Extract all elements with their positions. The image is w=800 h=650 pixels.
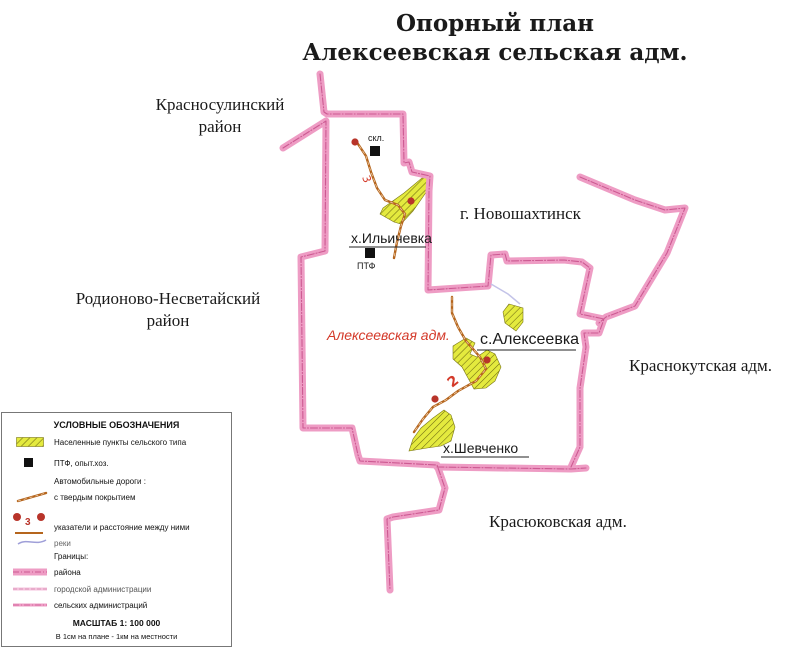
admin-name-label: Алексеевская адм. <box>327 327 450 343</box>
legend-district-border-symbol <box>13 568 47 576</box>
settlement-areas <box>379 175 524 452</box>
map-title-line2: Алексеевская сельская адм. <box>302 39 688 66</box>
river-line <box>490 283 521 305</box>
legend-scale-title: МАСШТАБ 1: 100 000 <box>72 618 161 628</box>
legend-city-border-label: городской администрации <box>54 585 152 594</box>
roads <box>354 139 488 434</box>
settlement-label-alekseevka: с.Алексеевка <box>480 331 580 348</box>
legend-rivers-label: реки <box>54 539 71 548</box>
legend-ptf-label: ПТФ, опыт.хоз. <box>54 459 109 468</box>
neighbor-krasnokutskaya: Краснокутская адм. <box>629 356 773 375</box>
ptf-square <box>365 248 375 258</box>
ptf-label: ПТФ <box>357 261 376 271</box>
settlement-ilyichevka-area <box>379 175 433 225</box>
settlement-alekseevka-north-area <box>502 303 524 332</box>
legend-panel: УСЛОВНЫЕ ОБОЗНАЧЕНИЯ Населенные пункты с… <box>1 412 232 647</box>
settlement-shevchenko-area <box>408 409 456 452</box>
legend-roads-title: Автомобильные дороги : <box>54 477 146 486</box>
legend-title: УСЛОВНЫЕ ОБОЗНАЧЕНИЯ <box>53 420 180 430</box>
neighbor-rodionovo-line2: район <box>146 311 190 330</box>
legend-city-border-symbol <box>13 587 47 591</box>
settlement-label-shevchenko: х.Шевченко <box>443 440 519 456</box>
legend-settlements-label: Населенные пункты сельского типа <box>54 438 187 447</box>
legend-settlement-swatch <box>16 437 44 447</box>
distance-pointers <box>351 138 491 403</box>
neighbor-krasnosulinsky-line1: Красносулинский <box>155 95 285 114</box>
distance-number-south: 2 <box>445 373 463 392</box>
neighbor-rodionovo-line1: Родионово-Несветайский <box>75 289 261 308</box>
neighbor-krasnosulinsky-line2: район <box>198 117 242 136</box>
legend-road-symbol <box>16 491 48 503</box>
legend-river-symbol <box>17 539 47 545</box>
neighbor-krasyukovskaya: Красюковская адм. <box>489 512 627 531</box>
neighbor-novoshakhtinsk: г. Новошахтинск <box>460 204 581 223</box>
warehouse-square <box>370 146 380 156</box>
legend-district-border-label: района <box>54 568 81 577</box>
neighbor-rodionovo: Родионово-Несветайский район <box>58 288 278 332</box>
legend-ptf-square <box>24 458 33 467</box>
legend-rural-border-label: сельских администраций <box>54 601 148 610</box>
legend-borders-title: Границы: <box>54 552 89 561</box>
legend-pointer-symbol <box>13 513 45 534</box>
settlement-underlines <box>349 246 576 458</box>
pointer-dot <box>351 138 359 146</box>
ptf-markers <box>365 146 380 258</box>
neighbor-krasnosulinsky: Красносулинский район <box>140 94 300 138</box>
legend-rural-border-symbol <box>13 603 47 607</box>
pointer-dot <box>431 395 439 403</box>
legend-pointer-label: указатели и расстояние между ними <box>54 523 190 532</box>
pointer-dot <box>483 356 491 364</box>
legend-scale-note: В 1см на плане - 1км на местности <box>55 632 178 641</box>
boundaries <box>279 70 689 594</box>
settlement-alekseevka-main-area <box>452 337 502 390</box>
warehouse-label: скл. <box>368 133 385 143</box>
legend-pointer-number: 3 <box>25 517 31 528</box>
map-title-line1: Опорный план <box>395 10 595 37</box>
pointer-dot <box>407 197 415 205</box>
settlement-label-ilyichevka: х.Ильичевка <box>351 230 432 246</box>
legend-roads-paved-label: с твердым покрытием <box>54 493 136 502</box>
distance-number-north: 3 <box>359 174 374 185</box>
